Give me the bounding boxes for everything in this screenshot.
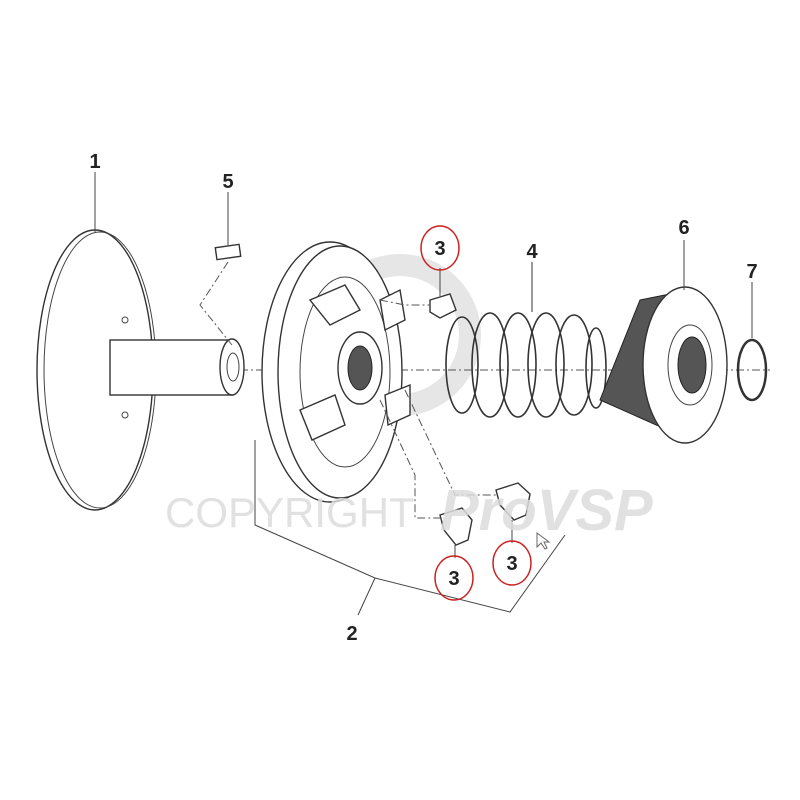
callout-7: 7 xyxy=(746,261,757,283)
callout-2: 2 xyxy=(346,623,357,645)
callout-3-left: 3 xyxy=(448,568,459,590)
highlight-circle-left xyxy=(434,555,474,601)
shaft-key xyxy=(199,243,242,346)
callout-5: 5 xyxy=(222,171,233,193)
watermark-brand: ProVSP xyxy=(440,478,653,543)
mouse-cursor-icon xyxy=(536,532,551,550)
spring-cover xyxy=(599,240,728,444)
leader-2 xyxy=(357,577,376,616)
watermark-copyright: COPYRIGHT xyxy=(165,489,415,536)
movable-sheave xyxy=(261,241,411,503)
callout-4: 4 xyxy=(526,241,538,263)
watermark: COPYRIGHT ProVSP xyxy=(165,478,653,543)
roller-right xyxy=(404,389,531,543)
highlight-circle-top xyxy=(420,225,460,271)
roller-left xyxy=(379,399,473,558)
spring xyxy=(445,262,607,418)
highlight-circle-right xyxy=(492,540,532,586)
roller-top xyxy=(379,268,457,319)
callout-6: 6 xyxy=(678,217,689,239)
callout-3-top: 3 xyxy=(434,238,445,260)
circlip xyxy=(736,282,768,402)
callout-3-right: 3 xyxy=(506,553,517,575)
fixed-sheave xyxy=(36,229,245,511)
callout-1: 1 xyxy=(89,151,100,173)
